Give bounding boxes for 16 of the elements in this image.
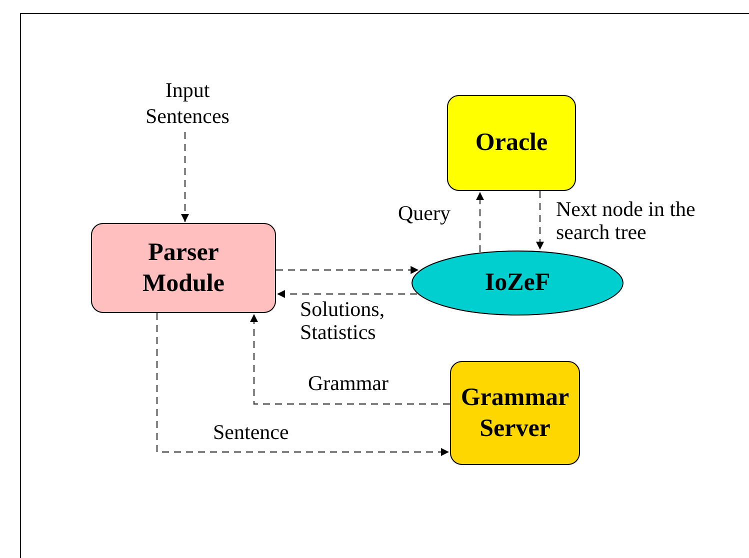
arrow [250, 314, 450, 405]
arrow [156, 313, 449, 456]
process-box [91, 223, 276, 313]
arrow [276, 266, 419, 274]
process-box [447, 95, 576, 191]
arrow [536, 191, 544, 250]
arrow [277, 290, 418, 298]
arrow [476, 192, 484, 252]
node-label: Grammar Server [460, 382, 570, 444]
node-label: IoZeF [484, 268, 550, 298]
node-label: Parser Module [142, 238, 226, 299]
process-box [450, 361, 580, 465]
node-label: Input Sentences [144, 76, 230, 130]
process-ellipse [411, 250, 624, 316]
node-label: Oracle [475, 128, 548, 158]
arrow [181, 132, 189, 222]
